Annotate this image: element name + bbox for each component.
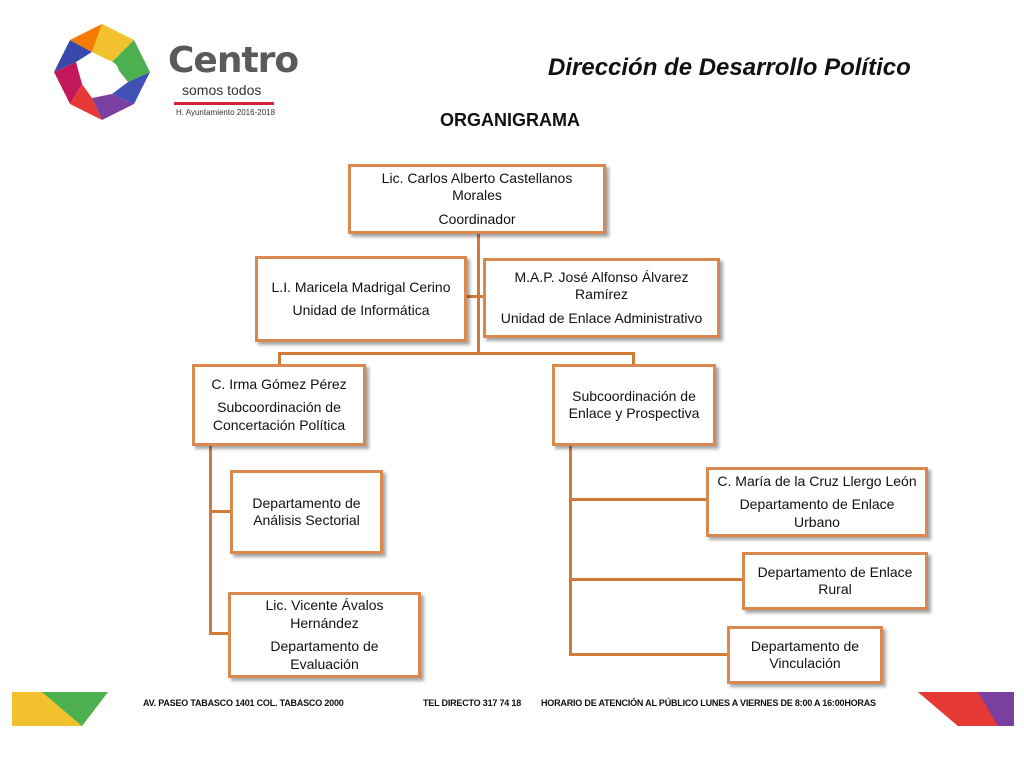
urbano-role: Departamento de Enlace Urbano (739, 496, 895, 530)
connector-to-concertacion (278, 352, 281, 366)
connector-to-analisis (209, 510, 231, 513)
brand-underline (174, 102, 274, 105)
connector-to-enlace-admin (477, 295, 485, 298)
footer-left-decoration (12, 692, 108, 726)
node-informatica: L.I. Maricela Madrigal Cerino Unidad de … (255, 256, 467, 342)
node-concertacion: C. Irma Gómez Pérez Subcoordinación de C… (192, 364, 366, 446)
node-evaluacion: Lic. Vicente Ávalos Hernández Departamen… (228, 592, 421, 678)
logo-mark-icon (54, 24, 150, 120)
page-subtitle: ORGANIGRAMA (440, 110, 580, 130)
node-rural: Departamento de Enlace Rural (742, 552, 928, 610)
connector-to-evaluacion (209, 632, 231, 635)
node-coordinator: Lic. Carlos Alberto Castellanos Morales … (348, 164, 606, 234)
vinculacion-role: Departamento de Vinculación (750, 637, 860, 672)
coordinator-name: Lic. Carlos Alberto Castellanos Morales (381, 169, 573, 204)
brand-tagline: somos todos (182, 82, 262, 98)
node-urbano: C. María de la Cruz Llergo León Departam… (706, 467, 928, 537)
enlace-admin-role: Unidad de Enlace Administrativo (500, 309, 703, 326)
enlace-admin-name: M.A.P. José Alfonso Álvarez Ramírez (514, 268, 689, 303)
connector-to-rural (569, 578, 744, 581)
node-analisis: Departamento de Análisis Sectorial (230, 470, 383, 554)
connector-to-urbano (569, 498, 708, 501)
brand-years: H. Ayuntamiento 2016-2018 (176, 108, 276, 117)
brand-name: Centro (168, 40, 299, 81)
analisis-role: Departamento de Análisis Sectorial (252, 494, 361, 529)
concertacion-name: C. Irma Gómez Pérez (211, 375, 347, 392)
connector-right-spine (569, 446, 572, 656)
informatica-role: Unidad de Informática (292, 302, 430, 318)
prospectiva-role: Subcoordinación de Enlace y Prospectiva (568, 387, 700, 422)
connector-trunk (477, 234, 480, 354)
connector-left-spine (209, 444, 212, 635)
connector-bar (278, 352, 635, 355)
node-prospectiva: Subcoordinación de Enlace y Prospectiva (552, 364, 716, 446)
informatica-name: L.I. Maricela Madrigal Cerino (271, 278, 451, 295)
evaluacion-name: Lic. Vicente Ávalos Hernández (265, 597, 384, 631)
evaluacion-role: Departamento de Evaluación (270, 638, 379, 672)
footer-address: AV. PASEO TABASCO 1401 COL. TABASCO 2000 (143, 698, 344, 708)
rural-role: Departamento de Enlace Rural (757, 563, 913, 598)
footer-right-decoration (918, 692, 1014, 726)
connector-to-vinculacion (569, 653, 729, 656)
centro-logo: Centro somos todos H. Ayuntamiento 2016-… (52, 22, 312, 122)
urbano-name: C. María de la Cruz Llergo León (717, 472, 917, 489)
footer-phone: TEL DIRECTO 317 74 18 (423, 698, 522, 708)
connector-to-informatica (465, 295, 480, 298)
node-vinculacion: Departamento de Vinculación (727, 626, 883, 684)
page-title: Dirección de Desarrollo Político (548, 54, 911, 81)
concertacion-role: Subcoordinación de Concertación Política (212, 399, 346, 433)
node-enlace-admin: M.A.P. José Alfonso Álvarez Ramírez Unid… (483, 258, 720, 338)
coordinator-role: Coordinador (438, 210, 516, 227)
footer-hours: HORARIO DE ATENCIÓN AL PÚBLICO LUNES A V… (541, 698, 876, 708)
connector-to-prospectiva (632, 352, 635, 366)
